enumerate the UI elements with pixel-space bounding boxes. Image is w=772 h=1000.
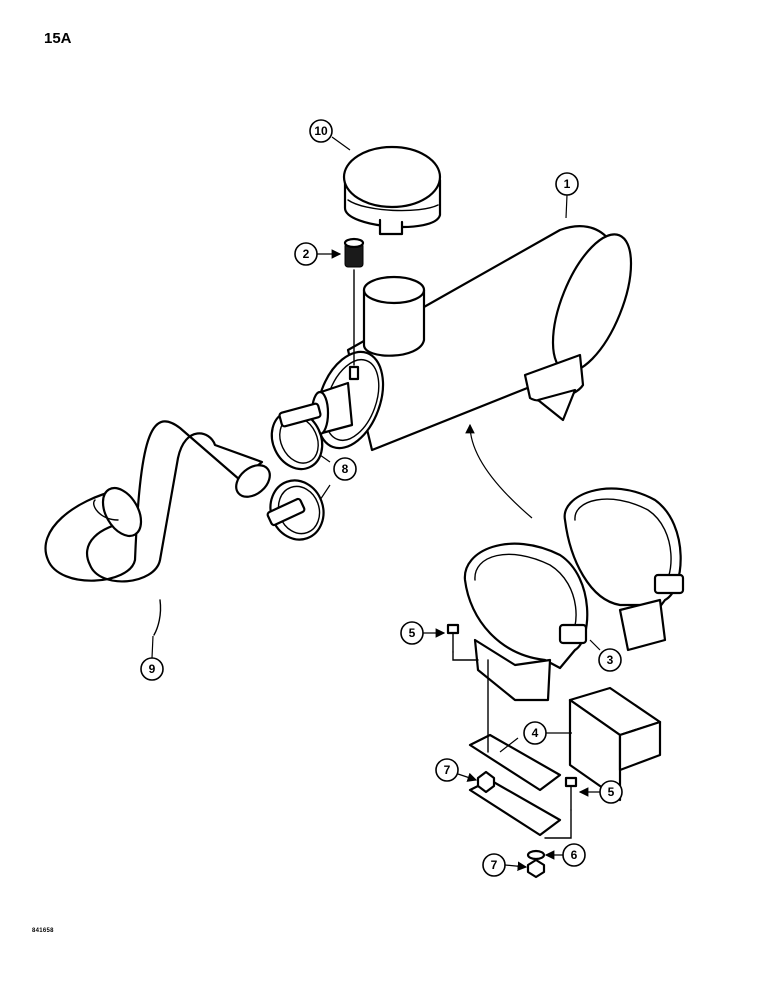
callout-10: 10 bbox=[309, 119, 333, 143]
mounting-brackets bbox=[468, 659, 662, 837]
precleaner-cap bbox=[342, 145, 442, 236]
svg-text:9: 9 bbox=[149, 662, 156, 676]
figure-code: 841658 bbox=[32, 928, 54, 934]
svg-text:6: 6 bbox=[571, 848, 578, 862]
mounting-bands bbox=[463, 487, 685, 702]
svg-text:10: 10 bbox=[314, 124, 328, 138]
callout-6: 6 bbox=[562, 843, 586, 867]
air-cleaner-body bbox=[310, 225, 633, 452]
callout-9: 9 bbox=[140, 657, 164, 681]
svg-text:5: 5 bbox=[608, 785, 615, 799]
svg-text:3: 3 bbox=[607, 653, 614, 667]
svg-text:1: 1 bbox=[564, 177, 571, 191]
callout-3: 3 bbox=[598, 648, 622, 672]
assembly-arrow bbox=[465, 423, 533, 519]
callout-4: 4 bbox=[523, 721, 547, 745]
callout-5-upper: 5 bbox=[400, 621, 424, 645]
callout-8: 8 bbox=[333, 457, 357, 481]
svg-text:7: 7 bbox=[491, 858, 498, 872]
callout-2: 2 bbox=[294, 242, 318, 266]
svg-text:2: 2 bbox=[303, 247, 310, 261]
cap-plug bbox=[343, 237, 365, 366]
hose-clamps bbox=[266, 402, 331, 541]
intake-hose bbox=[44, 420, 271, 636]
svg-text:5: 5 bbox=[409, 626, 416, 640]
callout-5-lower: 5 bbox=[599, 780, 623, 804]
callout-1: 1 bbox=[555, 172, 579, 196]
svg-text:8: 8 bbox=[342, 462, 349, 476]
washer-and-nuts bbox=[476, 770, 546, 879]
page-label: 15A bbox=[44, 30, 72, 47]
bolts bbox=[446, 623, 578, 839]
callout-7-lower: 7 bbox=[482, 853, 506, 877]
svg-text:4: 4 bbox=[532, 726, 539, 740]
callout-7-upper: 7 bbox=[435, 758, 459, 782]
svg-text:7: 7 bbox=[444, 763, 451, 777]
